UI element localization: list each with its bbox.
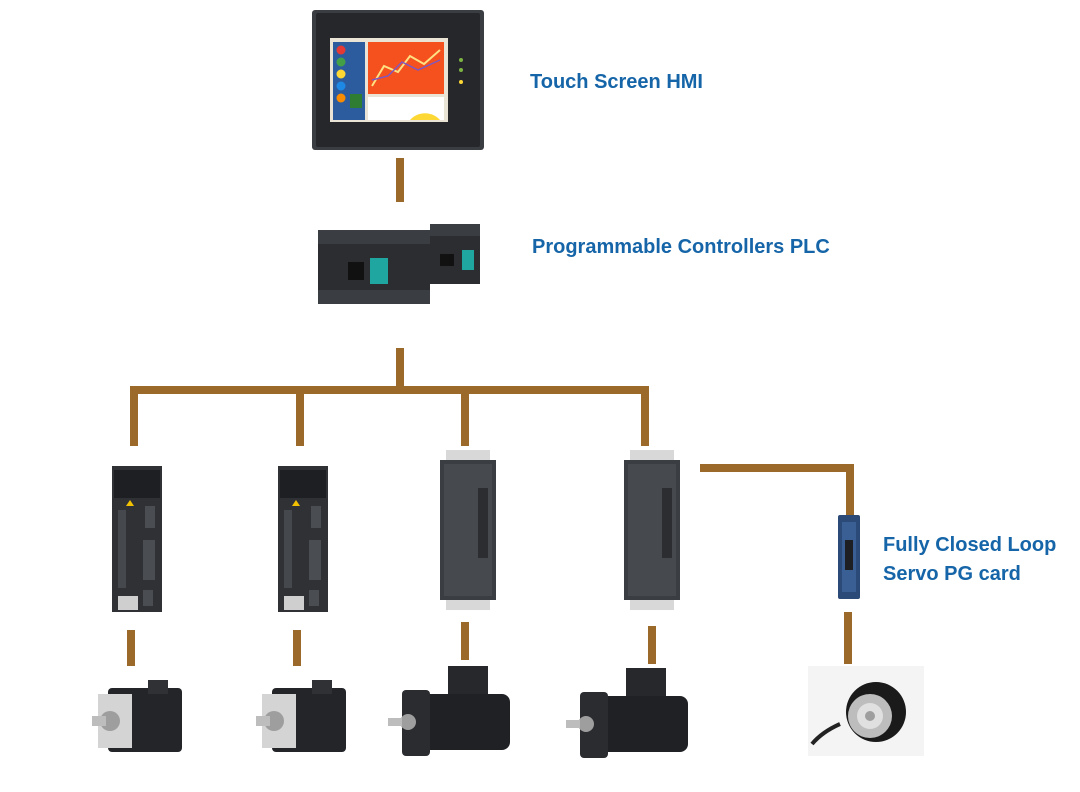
servo-drive-4 bbox=[624, 450, 680, 610]
servo-pg-card bbox=[838, 515, 860, 599]
servo-drive-1 bbox=[112, 466, 162, 612]
servo-motor-3 bbox=[388, 666, 510, 756]
programmable-controllers-plc bbox=[318, 224, 480, 304]
drive-4-pg-card-link bbox=[700, 464, 854, 515]
hmi-label: Touch Screen HMI bbox=[530, 71, 703, 93]
servo-motor-2 bbox=[256, 680, 346, 752]
servo-drive-3 bbox=[440, 450, 496, 610]
servo-motor-1 bbox=[92, 680, 182, 752]
pg-card-label: Fully Closed Loop Servo PG card bbox=[883, 531, 1056, 589]
pg-card-label-line-2: Servo PG card bbox=[883, 563, 1021, 585]
servo-motor-4 bbox=[566, 668, 688, 758]
servo-drive-2 bbox=[278, 466, 328, 612]
touch-screen-hmi bbox=[312, 10, 484, 150]
connector-lines bbox=[127, 158, 854, 666]
encoder bbox=[808, 666, 924, 756]
pg-card-label-line-1: Fully Closed Loop bbox=[883, 534, 1057, 556]
plc-label: Programmable Controllers PLC bbox=[532, 236, 830, 258]
